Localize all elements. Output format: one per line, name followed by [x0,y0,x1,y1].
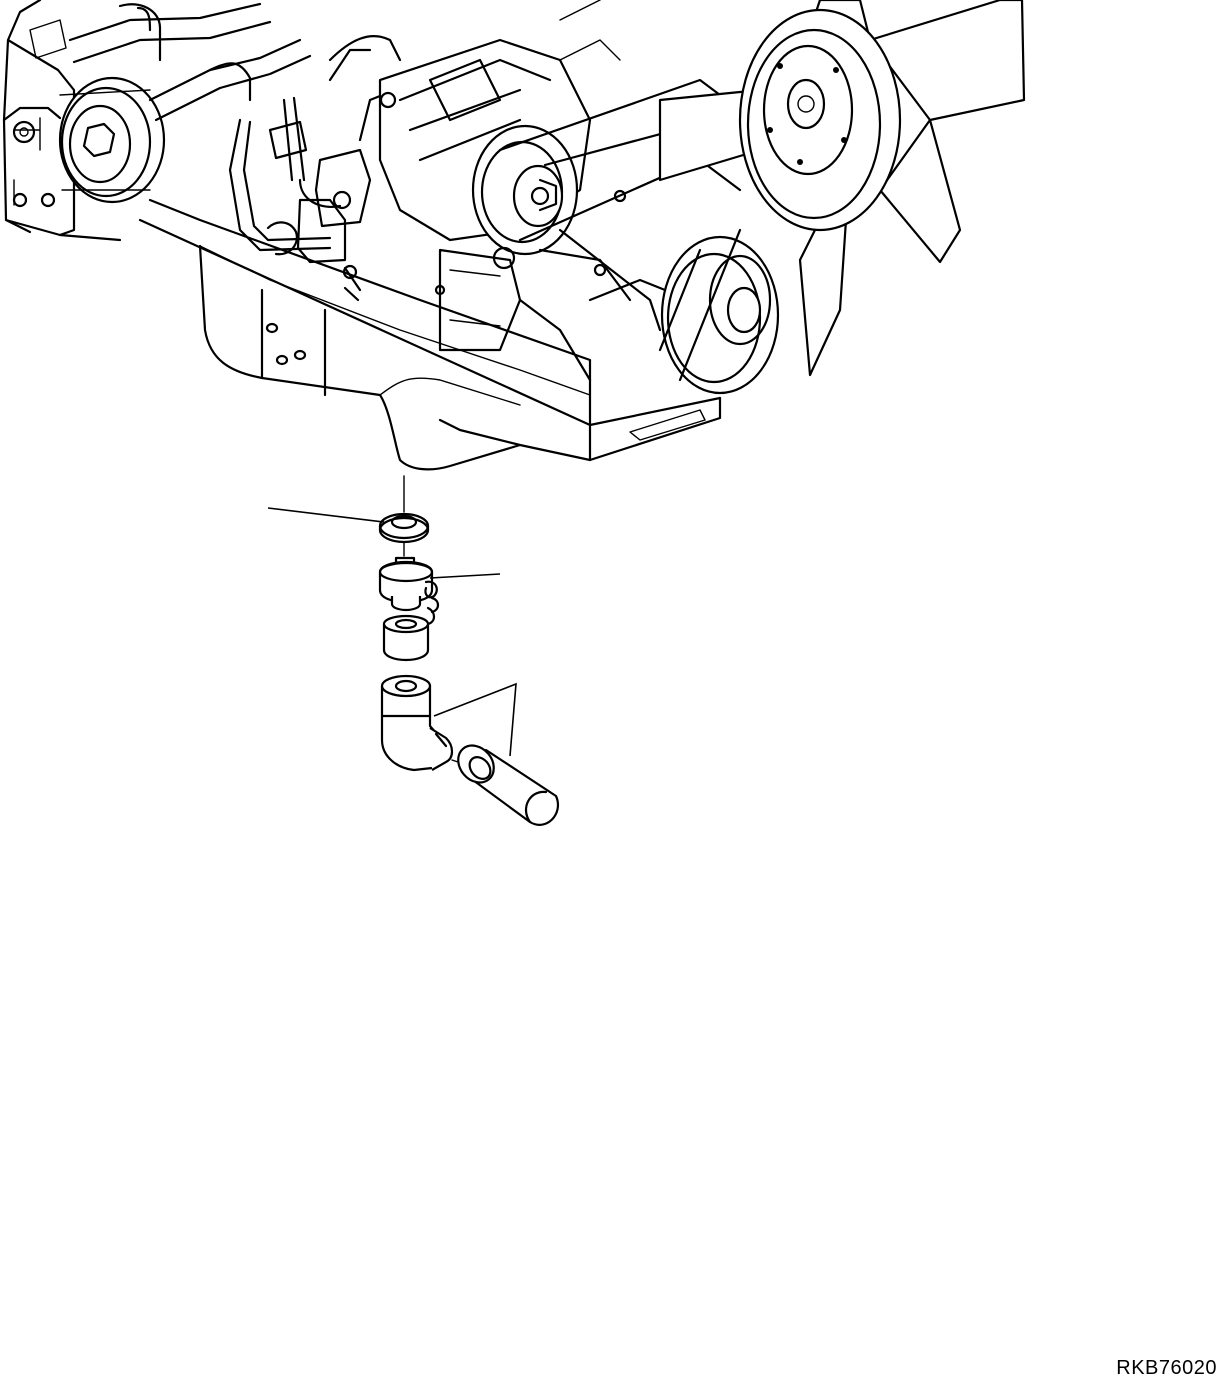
washer [378,512,430,544]
elbow-fitting [380,674,454,772]
callout-valve-body [429,573,501,579]
callout-washer [267,507,385,523]
crank-pulley [658,228,780,395]
alternator [378,38,592,256]
engine-assembly [2,0,1026,471]
fan-assembly [658,0,1026,377]
drain-cap [382,614,430,662]
water-pump-pulley [58,76,166,204]
drain-valve-body [378,556,440,626]
figure-id-label: RKB76020 [1116,1357,1217,1379]
callout-elbow-and-hose [433,682,517,757]
drain-hose [457,744,559,826]
